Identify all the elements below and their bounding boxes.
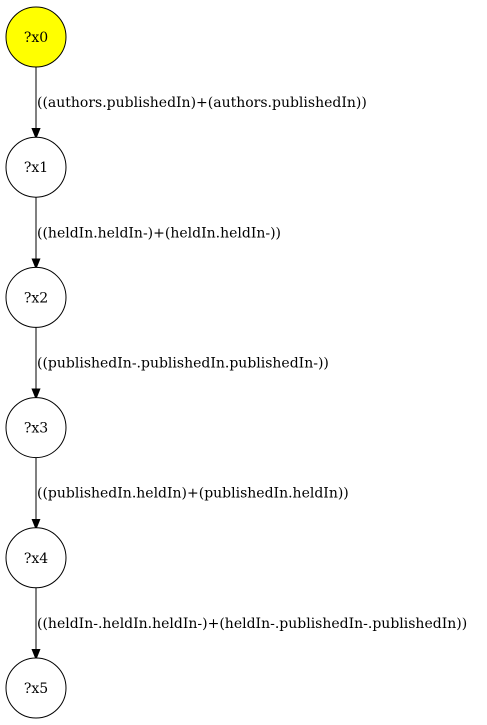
node-n4[interactable]: ?x4	[5, 527, 67, 589]
edge-label: ((authors.publishedIn)+(authors.publishe…	[37, 95, 367, 111]
edge-label: ((heldIn-.heldIn.heldIn-)+(heldIn-.publi…	[37, 616, 467, 632]
nodes-layer: ?x0 ?x1 ?x2 ?x3 ?x4 ?x5	[5, 6, 67, 719]
node-circle	[5, 266, 67, 328]
node-n1[interactable]: ?x1	[5, 136, 67, 198]
edges-layer: ((authors.publishedIn)+(authors.publishe…	[36, 67, 467, 658]
node-circle	[5, 136, 67, 198]
node-circle	[5, 657, 67, 719]
node-n2[interactable]: ?x2	[5, 266, 67, 328]
edge-label: ((publishedIn-.publishedIn.publishedIn-)…	[37, 356, 329, 372]
node-n3[interactable]: ?x3	[5, 397, 67, 459]
node-label: ?x1	[24, 160, 48, 176]
node-label: ?x0	[24, 30, 48, 46]
edge-label: ((heldIn.heldIn-)+(heldIn.heldIn-))	[37, 225, 281, 241]
node-n0[interactable]: ?x0	[5, 6, 67, 68]
node-circle	[5, 527, 67, 589]
node-n5[interactable]: ?x5	[5, 657, 67, 719]
node-label: ?x5	[24, 681, 48, 697]
edge-label: ((publishedIn.heldIn)+(publishedIn.heldI…	[37, 486, 349, 502]
node-label: ?x3	[24, 421, 48, 437]
node-circle	[5, 397, 67, 459]
node-label: ?x4	[24, 551, 48, 567]
node-label: ?x2	[24, 290, 48, 306]
node-circle	[5, 6, 67, 68]
